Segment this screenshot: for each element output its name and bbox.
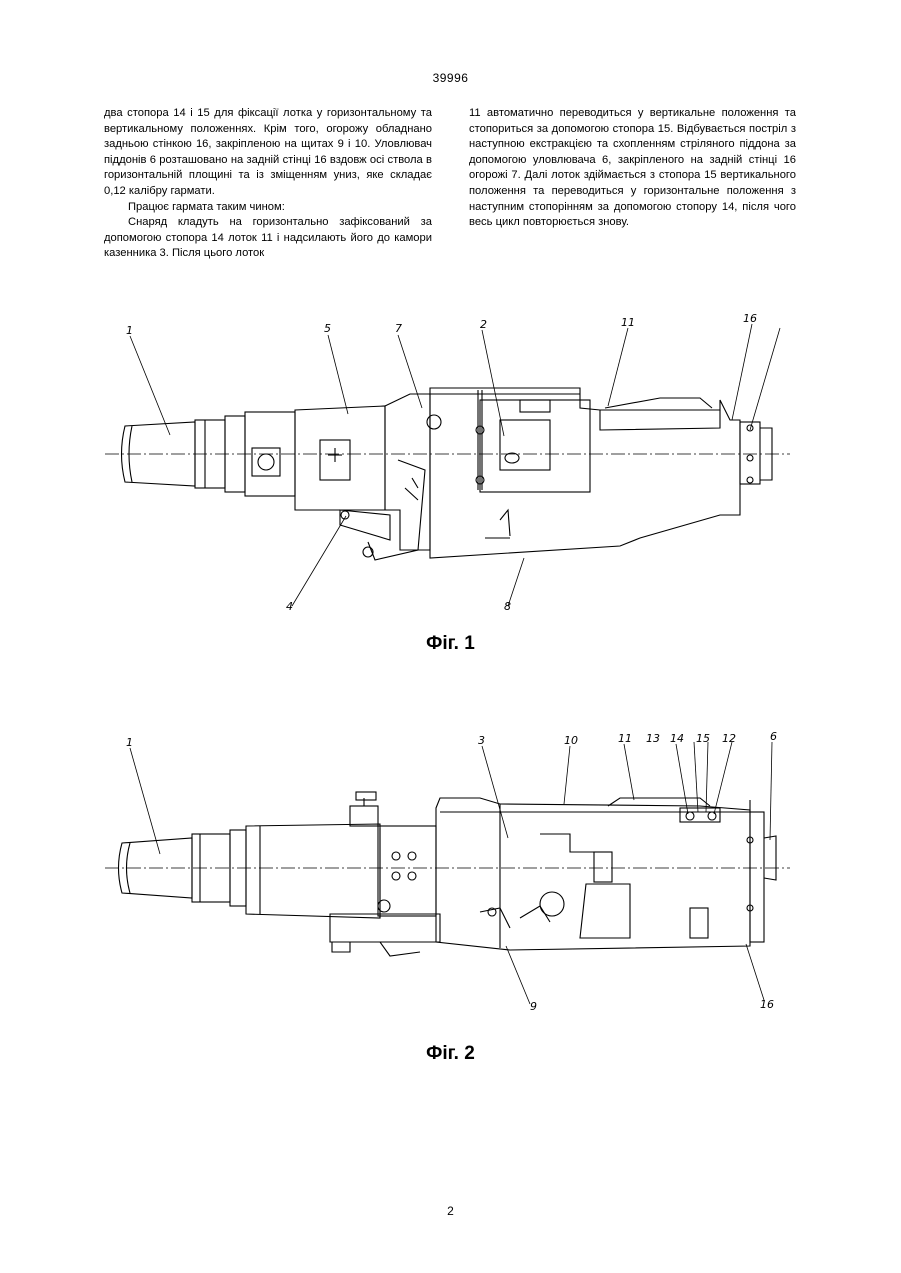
callout-label: 1 [126,736,133,749]
callout-label: 14 [670,732,684,745]
page-number: 2 [0,1204,901,1218]
callout-label: 11 [618,732,632,745]
callout-label: 4 [286,600,293,613]
callout-label: 2 [480,318,487,331]
callout-label: 12 [722,732,736,745]
callout-label: 5 [324,322,331,335]
callout-label: 10 [564,734,578,747]
figure-2-caption: Фіг. 2 [0,1043,901,1065]
callout-label: 8 [504,600,511,613]
document-number: 39996 [0,71,901,85]
paragraph: Працює гармата таким чином: [104,200,432,216]
text-column-left: два стопора 14 і 15 для фіксації лотка у… [104,106,432,262]
callout-label: 9 [530,1000,537,1013]
callout-label: 16 [760,998,774,1011]
callout-label: 6 [770,730,777,743]
callout-label: 11 [621,316,635,329]
callout-label: 7 [395,322,402,335]
text-column-right: 11 автоматично переводиться у вертикальн… [469,106,796,231]
paragraph: два стопора 14 і 15 для фіксації лотка у… [104,106,432,200]
callout-label: 15 [696,732,710,745]
callout-label: 16 [743,312,757,325]
paragraph: 11 автоматично переводиться у вертикальн… [469,106,796,231]
figure-1-drawing: 1 5 7 2 11 16 4 8 [100,310,800,620]
callout-label: 3 [478,734,485,747]
paragraph: Снаряд кладуть на горизонтально зафіксов… [104,215,432,262]
callout-label: 13 [646,732,660,745]
callout-label: 1 [126,324,133,337]
figure-2-drawing: 1 3 10 11 13 14 15 12 6 9 16 [100,728,800,1018]
figure-1-caption: Фіг. 1 [0,633,901,655]
